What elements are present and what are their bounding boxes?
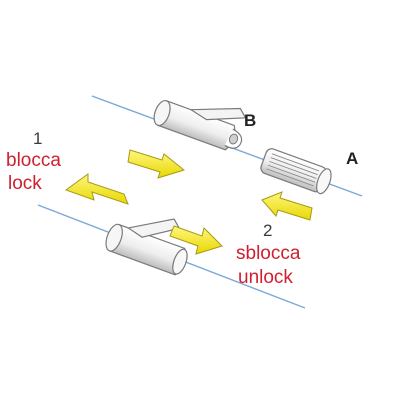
unlock-label-english: unlock xyxy=(238,267,293,288)
arrow-unlock xyxy=(169,225,223,255)
part-a-cylinder xyxy=(260,148,332,195)
arrow-insert xyxy=(127,149,186,179)
lock-label-italian: blocca xyxy=(6,150,61,171)
assembled-clip xyxy=(105,218,188,276)
label-part-a: A xyxy=(346,149,359,168)
label-part-b: B xyxy=(244,111,257,130)
lock-step-number: 1 xyxy=(33,129,43,148)
arrow-lock xyxy=(64,173,129,205)
part-b-clip xyxy=(153,99,247,151)
lock-label-english: lock xyxy=(8,173,42,194)
unlock-step-number: 2 xyxy=(263,221,273,240)
arrow-push-a xyxy=(261,191,313,221)
unlock-label-italian: sblocca xyxy=(236,243,301,264)
